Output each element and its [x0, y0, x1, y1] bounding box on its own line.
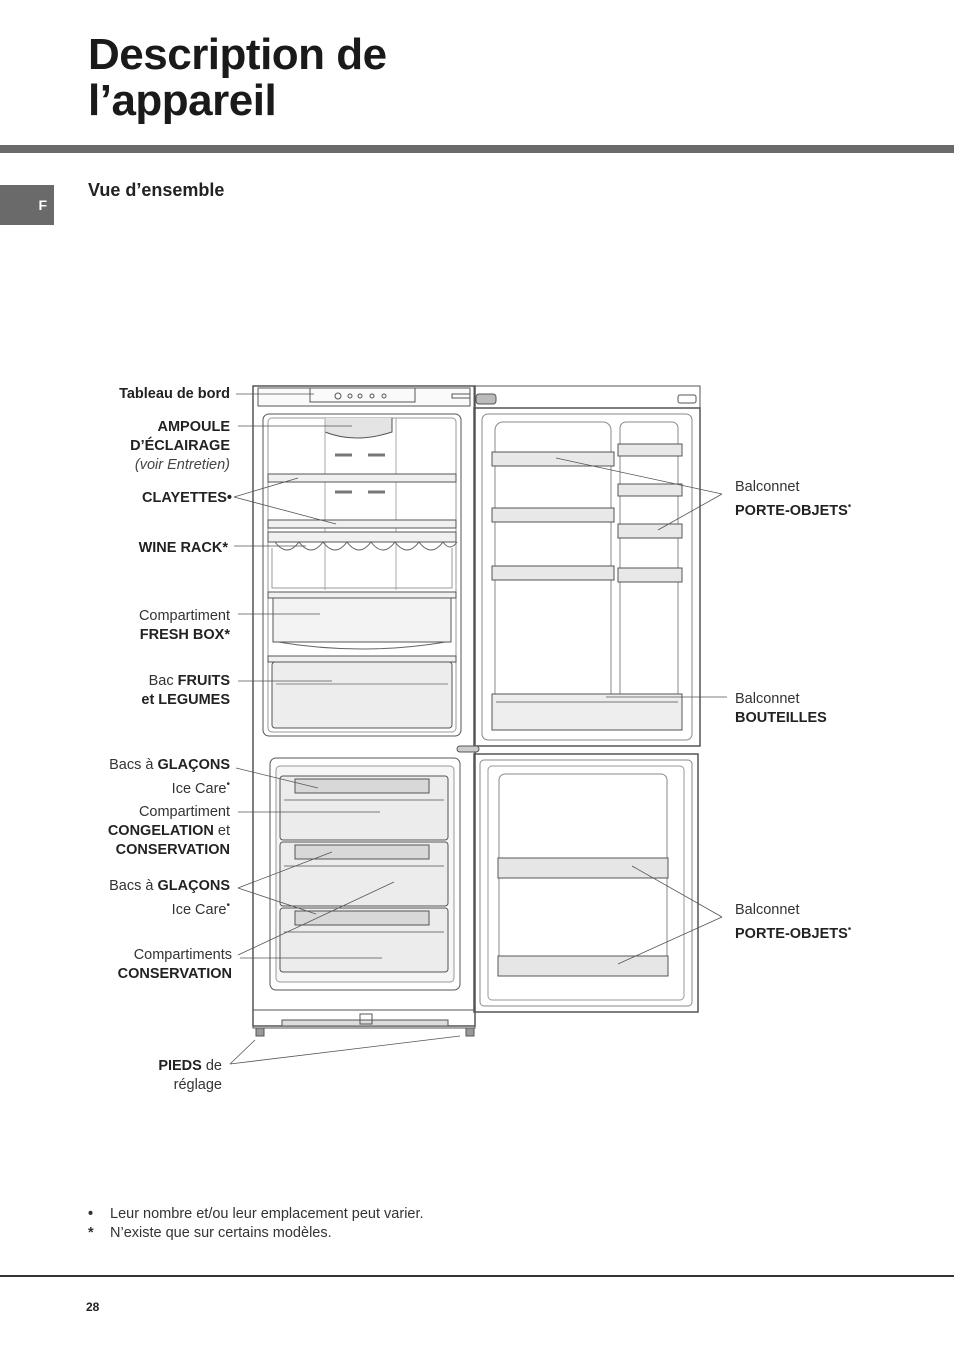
label-glacons-1: Bacs à GLAÇONS Ice Care• [109, 757, 230, 797]
footnote-item: * N’existe que sur certains modèles. [88, 1225, 332, 1241]
label-congelation: Compartiment CONGELATION et CONSERVATION [107, 804, 230, 858]
label-ampoule: AMPOULE D’ÉCLAIRAGE (voir Entretien) [130, 419, 230, 473]
footer-rule [0, 1275, 954, 1277]
label-balconnet-bouteilles: Balconnet BOUTEILLES [735, 691, 827, 726]
label-balconnet-porte-objets-bottom: Balconnet PORTE-OBJETS• [735, 902, 852, 942]
page-number: 28 [86, 1300, 100, 1314]
label-glacons-2: Bacs à GLAÇONS Ice Care• [109, 878, 230, 918]
title-line-1: Description de [88, 30, 387, 79]
label-clayettes: CLAYETTES• [142, 490, 232, 506]
language-tab: F [0, 185, 54, 225]
label-tableau-de-bord: Tableau de bord [119, 386, 230, 402]
header-rule [0, 145, 954, 153]
label-pieds: PIEDS de réglage [158, 1058, 222, 1093]
footnote-item: • Leur nombre et/ou leur emplacement peu… [88, 1206, 424, 1222]
label-bac-fruits: Bac FRUITS et LEGUMES [141, 673, 230, 708]
title-line-2: l’appareil [88, 76, 277, 125]
footnotes: • Leur nombre et/ou leur emplacement peu… [88, 1205, 424, 1243]
section-title: Vue d’ensemble [88, 180, 225, 200]
label-compartiments: Compartiments CONSERVATION [117, 947, 232, 982]
label-fresh-box: Compartiment FRESH BOX* [138, 608, 230, 643]
page-title: Description de l’appareil [88, 32, 387, 124]
label-balconnet-porte-objets-top: Balconnet PORTE-OBJETS• [735, 479, 852, 519]
label-wine-rack: WINE RACK* [138, 540, 228, 556]
